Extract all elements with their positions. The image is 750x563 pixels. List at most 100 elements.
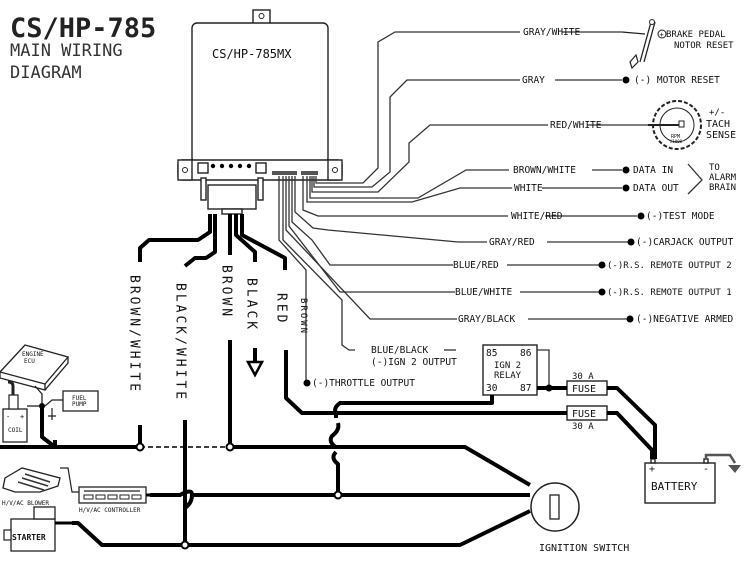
tach-sense-label: SENSE	[706, 130, 736, 141]
right-wire-labels: GRAY/WHITE GRAY RED/WHITE BROWN/WHITE WH…	[453, 27, 737, 325]
module-mount-tab-top	[252, 9, 271, 25]
carjack-label: (-)CARJACK OUTPUT	[636, 237, 734, 248]
hvac-blower-label: H/V/AC BLOWER	[2, 500, 49, 507]
wire-label-gray-black: GRAY/BLACK	[458, 314, 515, 325]
terminal-dot	[622, 166, 630, 174]
battery-label: BATTERY	[651, 480, 698, 493]
fuse-2-label: FUSE	[572, 409, 596, 420]
relay-title-2: RELAY	[494, 371, 522, 381]
tach-polarity: +/-	[709, 108, 725, 118]
relay-pin-85: 85	[486, 348, 497, 359]
main-harness	[0, 214, 287, 545]
module-mount-left	[177, 159, 193, 181]
ignition-switch-label: IGNITION SWITCH	[539, 543, 629, 554]
ign2-wire-label: BLUE/BLACK	[371, 345, 428, 356]
brake-pedal-icon	[621, 19, 656, 70]
motor-reset-dest: (-) MOTOR RESET	[634, 75, 720, 86]
throttle-output-label: (-)THROTTLE OUTPUT	[312, 378, 415, 389]
mount-hole-icon	[258, 13, 265, 19]
terminal-dot	[598, 261, 606, 269]
diagram-subtitle-2: DIAGRAM	[10, 63, 82, 83]
alarm-brain-brain: BRAIN	[709, 183, 736, 193]
hvac-blower: H/V/AC BLOWER	[2, 467, 80, 507]
hvac-controller-label: H/V/AC CONTROLLER	[79, 507, 141, 514]
mount-hole-icon	[182, 167, 188, 173]
wire-label-white: WHITE	[514, 183, 543, 194]
pin-header	[272, 171, 318, 175]
vertical-wire-labels: BROWN/WHITE BLACK/WHITE BROWN BLACK RED …	[127, 265, 309, 402]
terminal-dot	[626, 315, 634, 323]
data-in-label: DATA IN	[633, 165, 673, 176]
relay-pin-30: 30	[486, 383, 498, 394]
fuse-2: FUSE 30 A	[566, 405, 608, 432]
tach-scale: X1000	[670, 139, 683, 144]
brake-pedal-label: BRAKE PEDAL	[666, 30, 726, 40]
relay-pin-87: 87	[520, 383, 531, 394]
wire-label-gray-white: GRAY/WHITE	[523, 27, 580, 38]
diagram-title: CS/HP-785	[10, 13, 156, 44]
tach-rpm: RPM	[671, 134, 680, 140]
remote-output-1-label: (-)R.S. REMOTE OUTPUT 1	[607, 288, 732, 298]
terminal-dot	[637, 212, 645, 220]
fuse-1-rating: 30 A	[572, 372, 594, 382]
module-label: CS/HP-785MX	[212, 47, 292, 61]
remote-output-2-label: (-)R.S. REMOTE OUTPUT 2	[607, 261, 732, 271]
motor-reset-label: NOTOR RESET	[674, 41, 734, 51]
wire-label-brown-white: BROWN/WHITE	[513, 165, 576, 176]
engine-ecu: ENGINE ECU	[0, 344, 70, 406]
relay-pin-86: 86	[520, 348, 532, 359]
fuel-pump: FUEL PUMP	[44, 390, 99, 420]
wire-label-white-red: WHITE/RED	[511, 211, 563, 222]
ign2-relay: 85 86 IGN 2 RELAY 30 87	[482, 344, 538, 396]
wire-label-black-vertical: BLACK	[244, 278, 259, 332]
module-body	[191, 22, 329, 164]
alarm-brain-alarm: ALARM	[709, 173, 737, 183]
wire-label-gray: GRAY	[522, 75, 545, 86]
wire-label-red-white: RED/WHITE	[550, 120, 602, 131]
ecu-label-2: ECU	[24, 358, 35, 365]
diagram-subtitle-1: MAIN WIRING	[10, 41, 123, 61]
ground-icon	[48, 408, 56, 420]
wire-label-black-white-vertical: BLACK/WHITE	[173, 283, 188, 402]
fuse-1-label: FUSE	[572, 384, 596, 395]
tachometer-icon: RPM X1000	[648, 100, 702, 150]
wire-label-brown-vertical: BROWN	[219, 265, 234, 319]
ign2-output-label: (-)IGN 2 OUTPUT	[371, 357, 457, 368]
terminal-dot	[627, 238, 635, 246]
tach-label: TACH	[706, 119, 730, 130]
data-out-label: DATA OUT	[633, 183, 679, 194]
ground-arrow-icon	[245, 360, 265, 378]
ground-wire	[704, 453, 737, 464]
wire-label-blue-white: BLUE/WHITE	[455, 287, 512, 298]
test-mode-label: (-)TEST MODE	[646, 211, 715, 222]
battery: + - BATTERY	[644, 458, 716, 504]
wire-label-red-vertical: RED	[274, 293, 289, 325]
hvac-controller: H/V/AC CONTROLLER	[78, 486, 155, 514]
wire-label-brown-small-vertical: BROWN	[298, 298, 308, 335]
main-connector	[197, 162, 267, 215]
terminal-dot	[303, 379, 311, 387]
starter: STARTER	[3, 506, 72, 552]
battery-minus: -	[703, 464, 709, 475]
battery-plus: +	[649, 464, 655, 475]
starter-label: STARTER	[12, 533, 46, 542]
plus-sign: +	[660, 31, 664, 39]
ground-icon	[728, 465, 741, 473]
ignition-coil: - + COIL	[2, 380, 39, 443]
bus-lines	[55, 422, 532, 550]
coil-label: COIL	[8, 427, 23, 434]
wire-label-brown-white-vertical: BROWN/WHITE	[127, 275, 142, 394]
power-wires	[284, 350, 657, 459]
negative-armed-label: (-)NEGATIVE ARMED	[636, 314, 734, 325]
terminal-dot	[598, 288, 606, 296]
terminal-dot	[622, 184, 630, 192]
mount-hole-icon	[332, 167, 338, 173]
alarm-brain-to: TO	[709, 163, 720, 173]
wire-label-blue-red: BLUE/RED	[453, 260, 499, 271]
module-mount-right	[327, 159, 343, 181]
ignition-switch: IGNITION SWITCH	[530, 482, 629, 554]
bracket-icon	[687, 163, 703, 195]
ecu-label-1: ENGINE	[22, 351, 44, 358]
terminal-dot	[622, 76, 630, 84]
